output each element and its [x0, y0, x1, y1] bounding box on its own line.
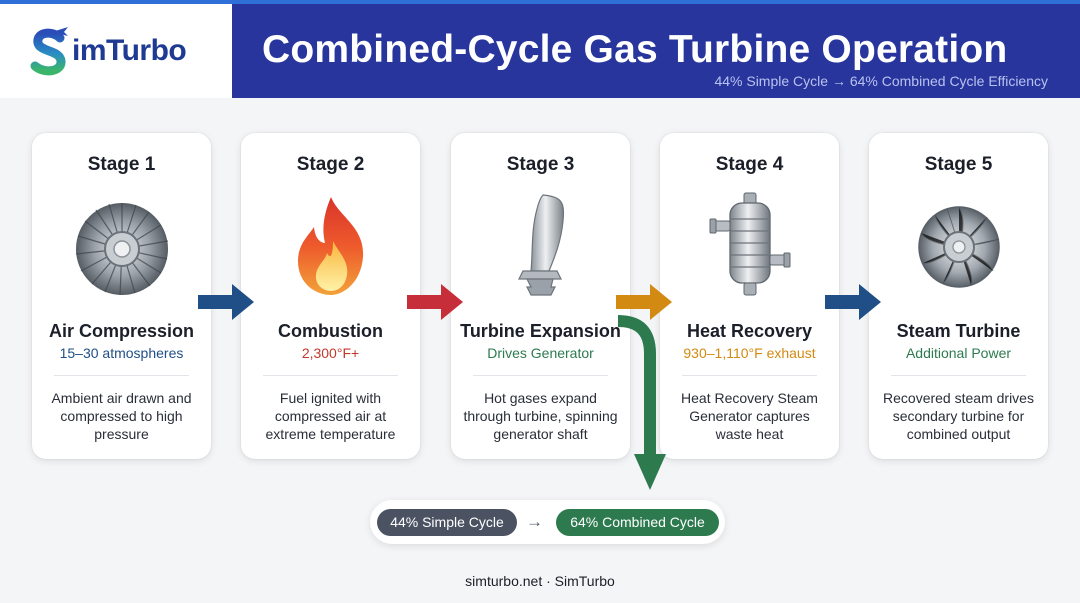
combined-cycle-badge: 64% Combined Cycle	[556, 509, 719, 536]
footer-credit[interactable]: simturbo.net · SimTurbo	[465, 573, 615, 589]
right-arrow-icon: →	[526, 512, 543, 531]
stage-name: Turbine Expansion	[460, 321, 621, 341]
stage-description: Recovered steam drives secondary turbine…	[883, 390, 1034, 442]
stage-label: Stage 1	[87, 154, 156, 175]
divider	[891, 375, 1026, 376]
stage-name: Combustion	[278, 321, 383, 341]
turbine-blade-icon	[491, 191, 591, 299]
divider	[263, 375, 398, 376]
flame-icon	[281, 191, 381, 299]
stage-label: Stage 3	[506, 154, 575, 175]
heat-exchanger-icon	[700, 191, 800, 299]
stage-description: Hot gases expand through turbine, spinni…	[463, 390, 618, 442]
stage-card-1: Stage 1	[32, 133, 211, 459]
stage-label: Stage 5	[924, 154, 993, 175]
divider	[54, 375, 189, 376]
flow-arrow-4-5	[825, 284, 881, 320]
stage-description: Fuel ignited with compressed air at extr…	[265, 390, 396, 442]
stage-card-2: Stage 2 Combustion 2,300°F+ Fuel ignited…	[241, 133, 420, 459]
flow-arrow-2-3	[407, 284, 463, 320]
stage-name: Air Compression	[48, 321, 195, 341]
header-banner: Combined-Cycle Gas Turbine Operation 44%…	[232, 4, 1080, 98]
steam-turbine-icon	[909, 191, 1009, 299]
stage-metric: 930–1,110°F exhaust	[683, 345, 816, 361]
stage-card-4: Stage 4 Heat Recovery 930	[660, 133, 839, 459]
stage-metric: 2,300°F+	[301, 345, 360, 361]
stage-label: Stage 2	[296, 154, 365, 175]
page-title: Combined-Cycle Gas Turbine Operation	[262, 28, 1008, 71]
stage-label: Stage 4	[715, 154, 784, 175]
stage-metric: 15–30 atmospheres	[59, 345, 184, 361]
flow-arrow-1-2	[198, 284, 254, 320]
simple-cycle-badge: 44% Simple Cycle	[377, 509, 517, 536]
compressor-fan-icon	[72, 191, 172, 299]
stage-card-3: Stage 3 Turbine Expansion Drives Generat…	[451, 133, 630, 459]
stage-metric: Drives Generator	[487, 345, 594, 361]
brand-wordmark: imTurbo	[72, 34, 187, 67]
divider	[682, 375, 817, 376]
efficiency-summary: 44% Simple Cycle → 64% Combined Cycle	[370, 500, 725, 544]
stage-card-5: Stage 5 Steam Turbine Additional Po	[869, 133, 1048, 459]
page-subtitle: 44% Simple Cycle → 64% Combined Cycle Ef…	[714, 73, 1048, 89]
stage-name: Heat Recovery	[686, 321, 813, 341]
divider	[473, 375, 608, 376]
flow-arrow-3-4	[616, 284, 672, 320]
stage-description: Heat Recovery Steam Generator captures w…	[681, 390, 818, 442]
brand-logo[interactable]: imTurbo	[0, 4, 232, 98]
stage-description: Ambient air drawn and compressed to high…	[51, 390, 192, 442]
stage-metric: Additional Power	[905, 345, 1012, 361]
stage-name: Steam Turbine	[896, 321, 1021, 341]
efficiency-flow-arrow	[617, 315, 666, 490]
top-accent-line	[0, 0, 1080, 4]
logo-s-plane-icon	[30, 24, 70, 78]
